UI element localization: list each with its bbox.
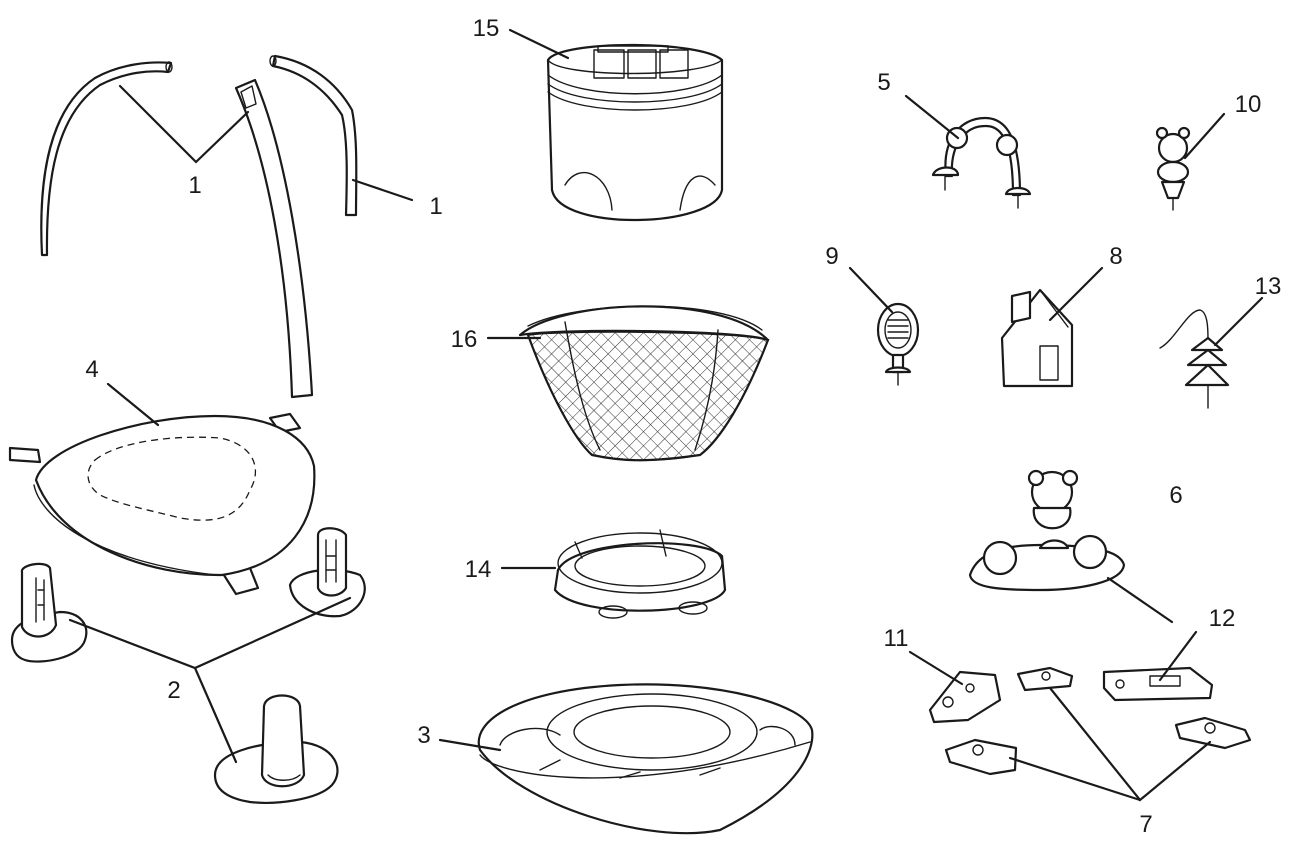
callout-13: 13 bbox=[1255, 273, 1282, 300]
frame-tube-left bbox=[40, 61, 173, 257]
base bbox=[477, 683, 814, 835]
connector-12 bbox=[1102, 666, 1214, 702]
leg-right bbox=[288, 527, 366, 618]
bear-rattle-toy bbox=[1155, 126, 1191, 211]
callout-3: 3 bbox=[417, 722, 430, 749]
seat-ring bbox=[553, 529, 727, 619]
callout-14: 14 bbox=[465, 556, 492, 583]
connector-7-top bbox=[1016, 666, 1074, 692]
seat-fabric bbox=[546, 43, 724, 222]
mesh-seat bbox=[518, 305, 770, 462]
callout-12: 12 bbox=[1209, 605, 1236, 632]
leg-bottom bbox=[213, 694, 339, 804]
mirror-toy bbox=[876, 302, 920, 386]
callout-10: 10 bbox=[1235, 91, 1262, 118]
frame-tube-right bbox=[269, 54, 358, 217]
house-toy bbox=[1000, 288, 1074, 388]
callout-6: 6 bbox=[1169, 482, 1182, 509]
callout-5: 5 bbox=[877, 69, 890, 96]
arch-toy bbox=[931, 116, 1032, 209]
bear-activity-toy bbox=[968, 469, 1126, 592]
callout-4: 4 bbox=[85, 356, 98, 383]
callout-1-right: 1 bbox=[429, 193, 442, 220]
callout-8: 8 bbox=[1109, 243, 1122, 270]
connector-7-left bbox=[944, 738, 1018, 776]
callout-11: 11 bbox=[884, 625, 909, 652]
callout-numbers: 1 1 2 3 4 5 6 7 8 9 10 11 12 13 14 15 16 bbox=[85, 15, 1281, 838]
connector-7-right bbox=[1174, 716, 1252, 750]
callout-15: 15 bbox=[473, 15, 500, 42]
leg-left bbox=[10, 562, 88, 663]
callout-9: 9 bbox=[825, 243, 838, 270]
connector-11 bbox=[928, 670, 1002, 724]
callout-16: 16 bbox=[451, 326, 478, 353]
callout-2: 2 bbox=[167, 677, 180, 704]
frame-tube-center bbox=[234, 78, 314, 399]
callout-1-left: 1 bbox=[188, 172, 201, 199]
callout-7: 7 bbox=[1139, 811, 1152, 838]
play-tray bbox=[8, 412, 316, 596]
leader-lines bbox=[68, 28, 1264, 802]
tree-bead-toy bbox=[1159, 309, 1230, 409]
